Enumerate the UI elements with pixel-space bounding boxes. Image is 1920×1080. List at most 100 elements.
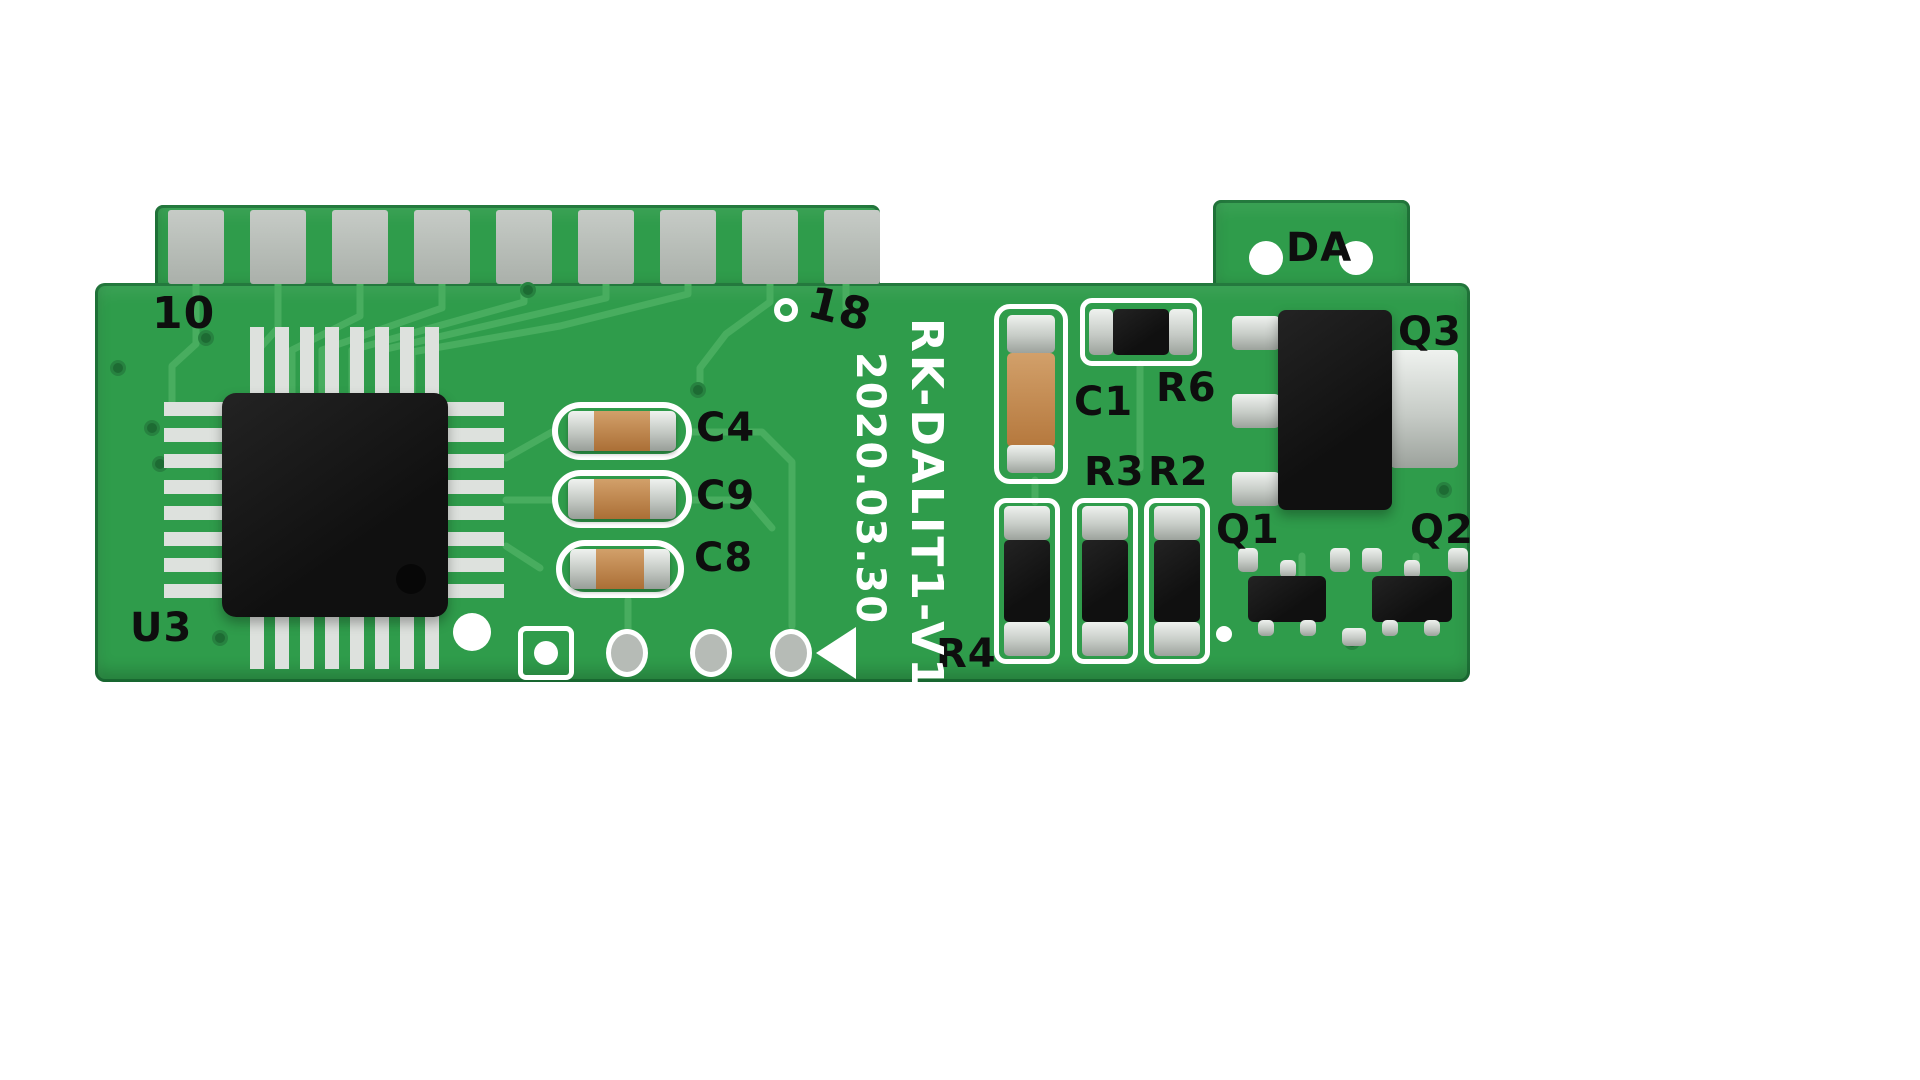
ic-pins-left [164,402,224,608]
via [198,330,214,346]
connector-pad [824,210,880,284]
resistor-terminal [1089,309,1113,355]
resistor-r4 [994,498,1060,664]
transistor-pad [1448,548,1468,572]
silk-label-r3: R3 [1084,449,1145,495]
via [1436,482,1452,498]
silk-label-date: 2020.03.30 [847,352,893,626]
via [110,360,126,376]
ic-pins-right [446,402,504,608]
connector-pad [168,210,224,284]
silk-label-da: DA [1286,225,1353,271]
transistor-lead [1280,560,1296,578]
capacitor-c4 [552,402,692,460]
silk-label-r2: R2 [1148,449,1209,495]
transistor-lead [1232,394,1280,428]
resistor-r2 [1144,498,1210,664]
solder-pad [770,629,812,677]
solder-pad [690,629,732,677]
capacitor-c8 [556,540,684,598]
transistor-q2-body [1372,576,1452,622]
ic-pins-top [250,327,442,395]
silk-label-c4: C4 [696,405,756,451]
resistor-terminal [1169,309,1193,355]
connector-pad [496,210,552,284]
connector-pad [578,210,634,284]
mount-hole [1339,241,1373,275]
via [520,282,536,298]
silkscreen-arrow [816,627,856,679]
capacitor-body [570,549,670,589]
capacitor-terminal [650,411,676,451]
transistor-lead [1404,560,1420,578]
test-pad [453,613,491,651]
resistor-body [1082,540,1128,622]
connector-pad [250,210,306,284]
capacitor-dielectric [596,549,644,589]
transistor-lead [1382,620,1398,636]
connector-pad [414,210,470,284]
capacitor-terminal [644,549,670,589]
capacitor-c1 [994,304,1068,484]
capacitor-dielectric [1007,353,1055,447]
capacitor-body [568,479,676,519]
capacitor-dielectric [594,411,650,451]
via [212,630,228,646]
transistor-pad [1330,548,1350,572]
silk-label-r6: R6 [1156,365,1217,411]
capacitor-body [568,411,676,451]
via [690,382,706,398]
pcb-right-tab [1213,200,1410,297]
silk-label-q1: Q1 [1216,507,1280,553]
silk-label-q3: Q3 [1398,309,1462,355]
resistor-body [1113,309,1169,355]
capacitor-terminal [568,411,594,451]
silk-label-model: RK-DALIT1-V1 [901,318,952,692]
transistor-lead [1232,472,1280,506]
resistor-r3 [1072,498,1138,664]
via-hole [774,298,798,322]
capacitor-c9 [552,470,692,528]
silk-label-q2: Q2 [1410,507,1474,553]
test-pad-hole [534,641,558,665]
connector-pad [332,210,388,284]
connector-pad [660,210,716,284]
connector-pad [742,210,798,284]
silk-label-c9: C9 [696,473,756,519]
ic-u3-body [222,393,448,617]
silk-label-r4: R4 [936,631,997,677]
silk-label-u3: U3 [130,605,193,651]
capacitor-terminal [650,479,676,519]
capacitor-dielectric [594,479,650,519]
silk-label-pin10: 10 [152,288,216,339]
solder-pad [1342,628,1366,646]
transistor-q1-body [1248,576,1326,622]
fiducial-dot [1216,626,1232,642]
resistor-terminal [1004,506,1050,540]
capacitor-terminal [568,479,594,519]
capacitor-terminal [1007,445,1055,473]
capacitor-terminal [570,549,596,589]
resistor-body [1004,540,1050,622]
resistor-terminal [1154,622,1200,656]
resistor-terminal [1004,622,1050,656]
resistor-terminal [1082,506,1128,540]
transistor-lead [1424,620,1440,636]
transistor-lead [1300,620,1316,636]
test-pad-square [518,626,574,680]
silk-label-c1: C1 [1074,379,1134,425]
resistor-body [1154,540,1200,622]
solder-pad [606,629,648,677]
silk-label-c8: C8 [694,535,754,581]
capacitor-terminal [1007,315,1055,353]
transistor-pad [1362,548,1382,572]
mount-hole [1249,241,1283,275]
ic-pins-bottom [250,613,442,669]
transistor-q3-body [1278,310,1392,510]
transistor-tab [1390,350,1458,468]
resistor-r6 [1080,298,1202,366]
transistor-pad [1238,548,1258,572]
resistor-terminal [1154,506,1200,540]
transistor-lead [1232,316,1280,350]
